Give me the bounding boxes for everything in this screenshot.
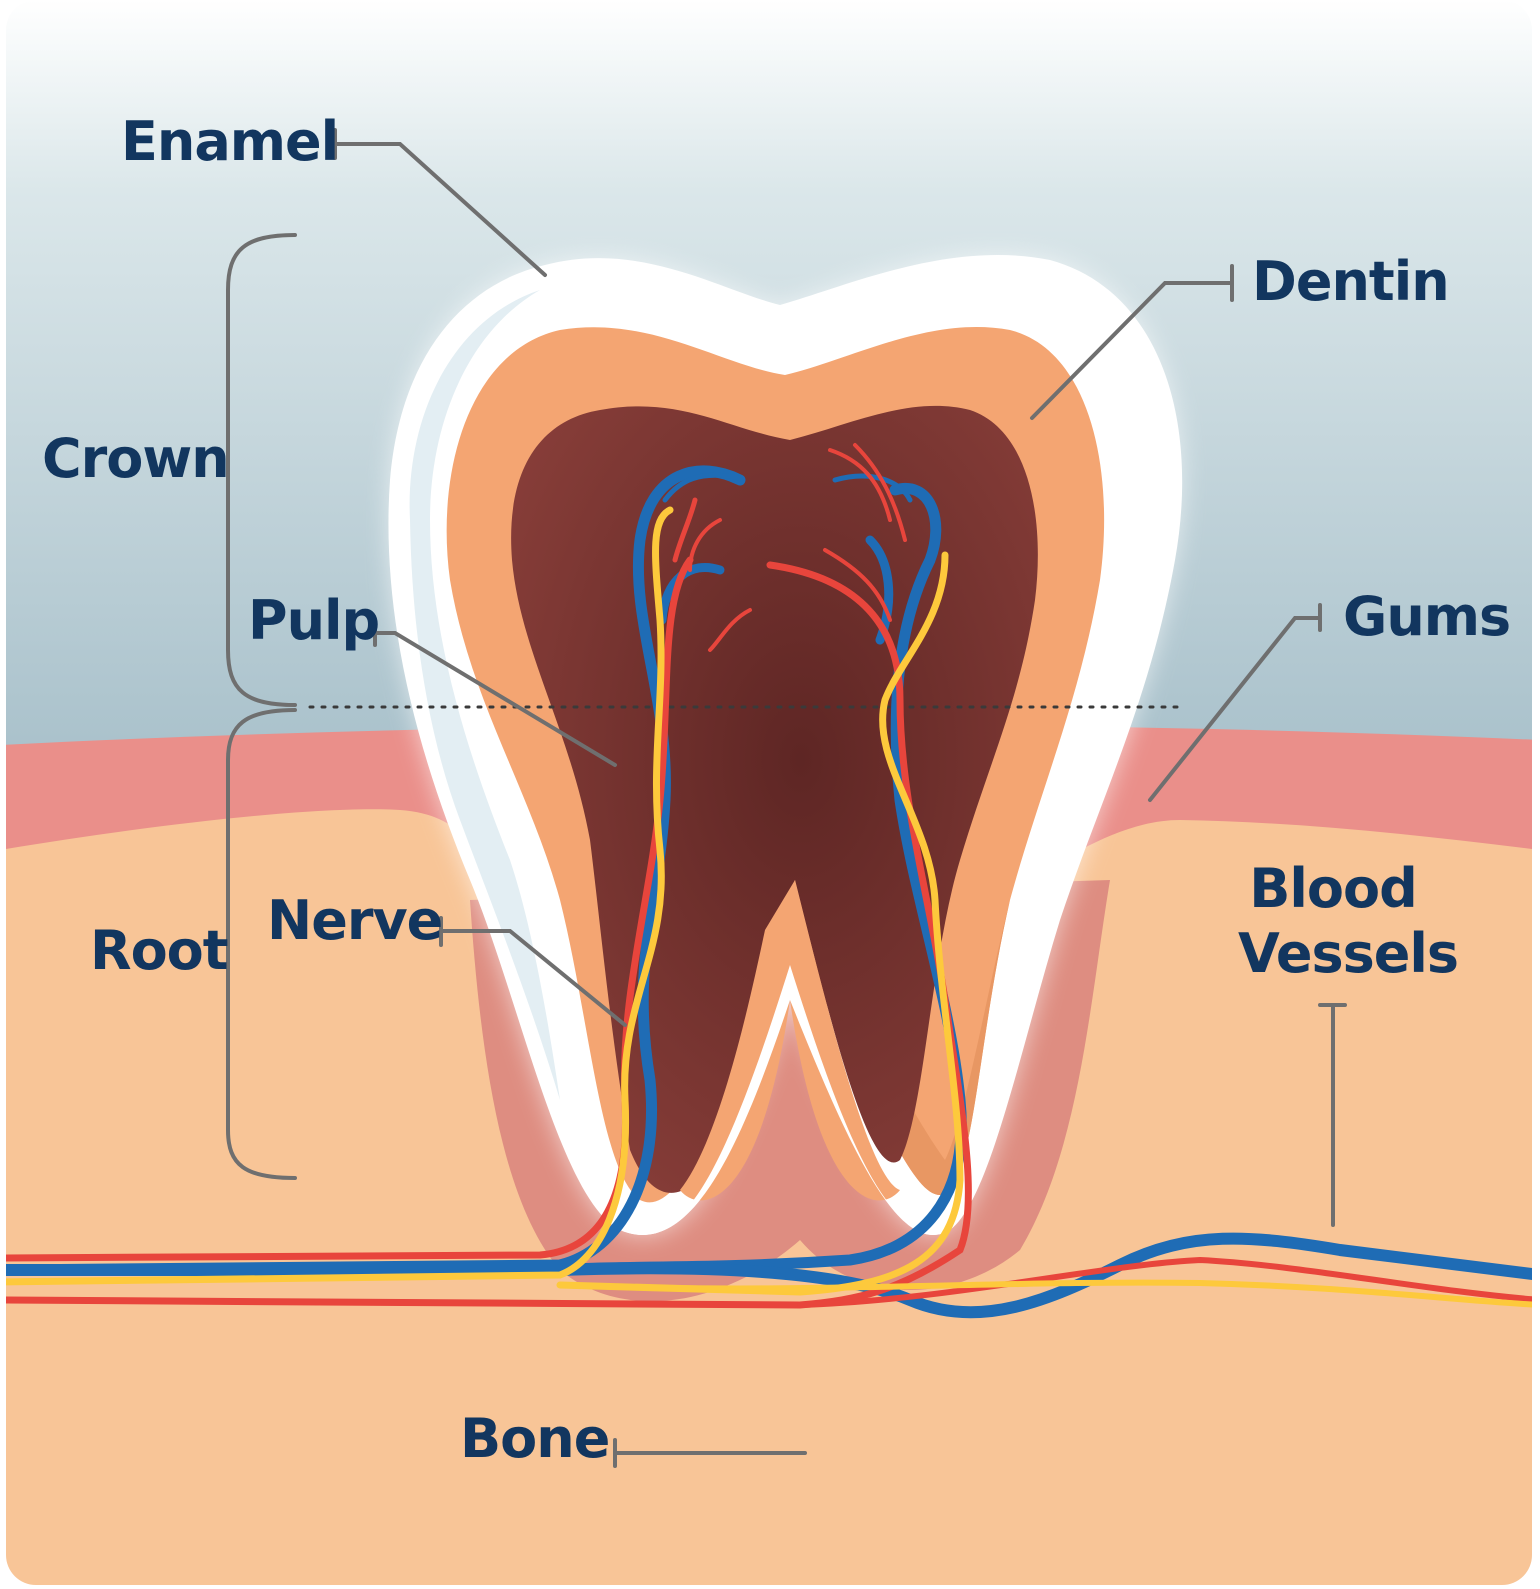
dentin-label: Dentin [1252,255,1449,309]
enamel-label: Enamel [121,115,338,169]
crown-label: Crown [42,432,229,486]
bone-label: Bone [460,1412,609,1466]
gums-label: Gums [1343,590,1510,644]
pulp-label: Pulp [248,594,379,648]
root-label: Root [90,924,228,978]
blood-vessels-label: Blood Vessels [1238,857,1428,987]
nerve-label: Nerve [267,894,442,948]
